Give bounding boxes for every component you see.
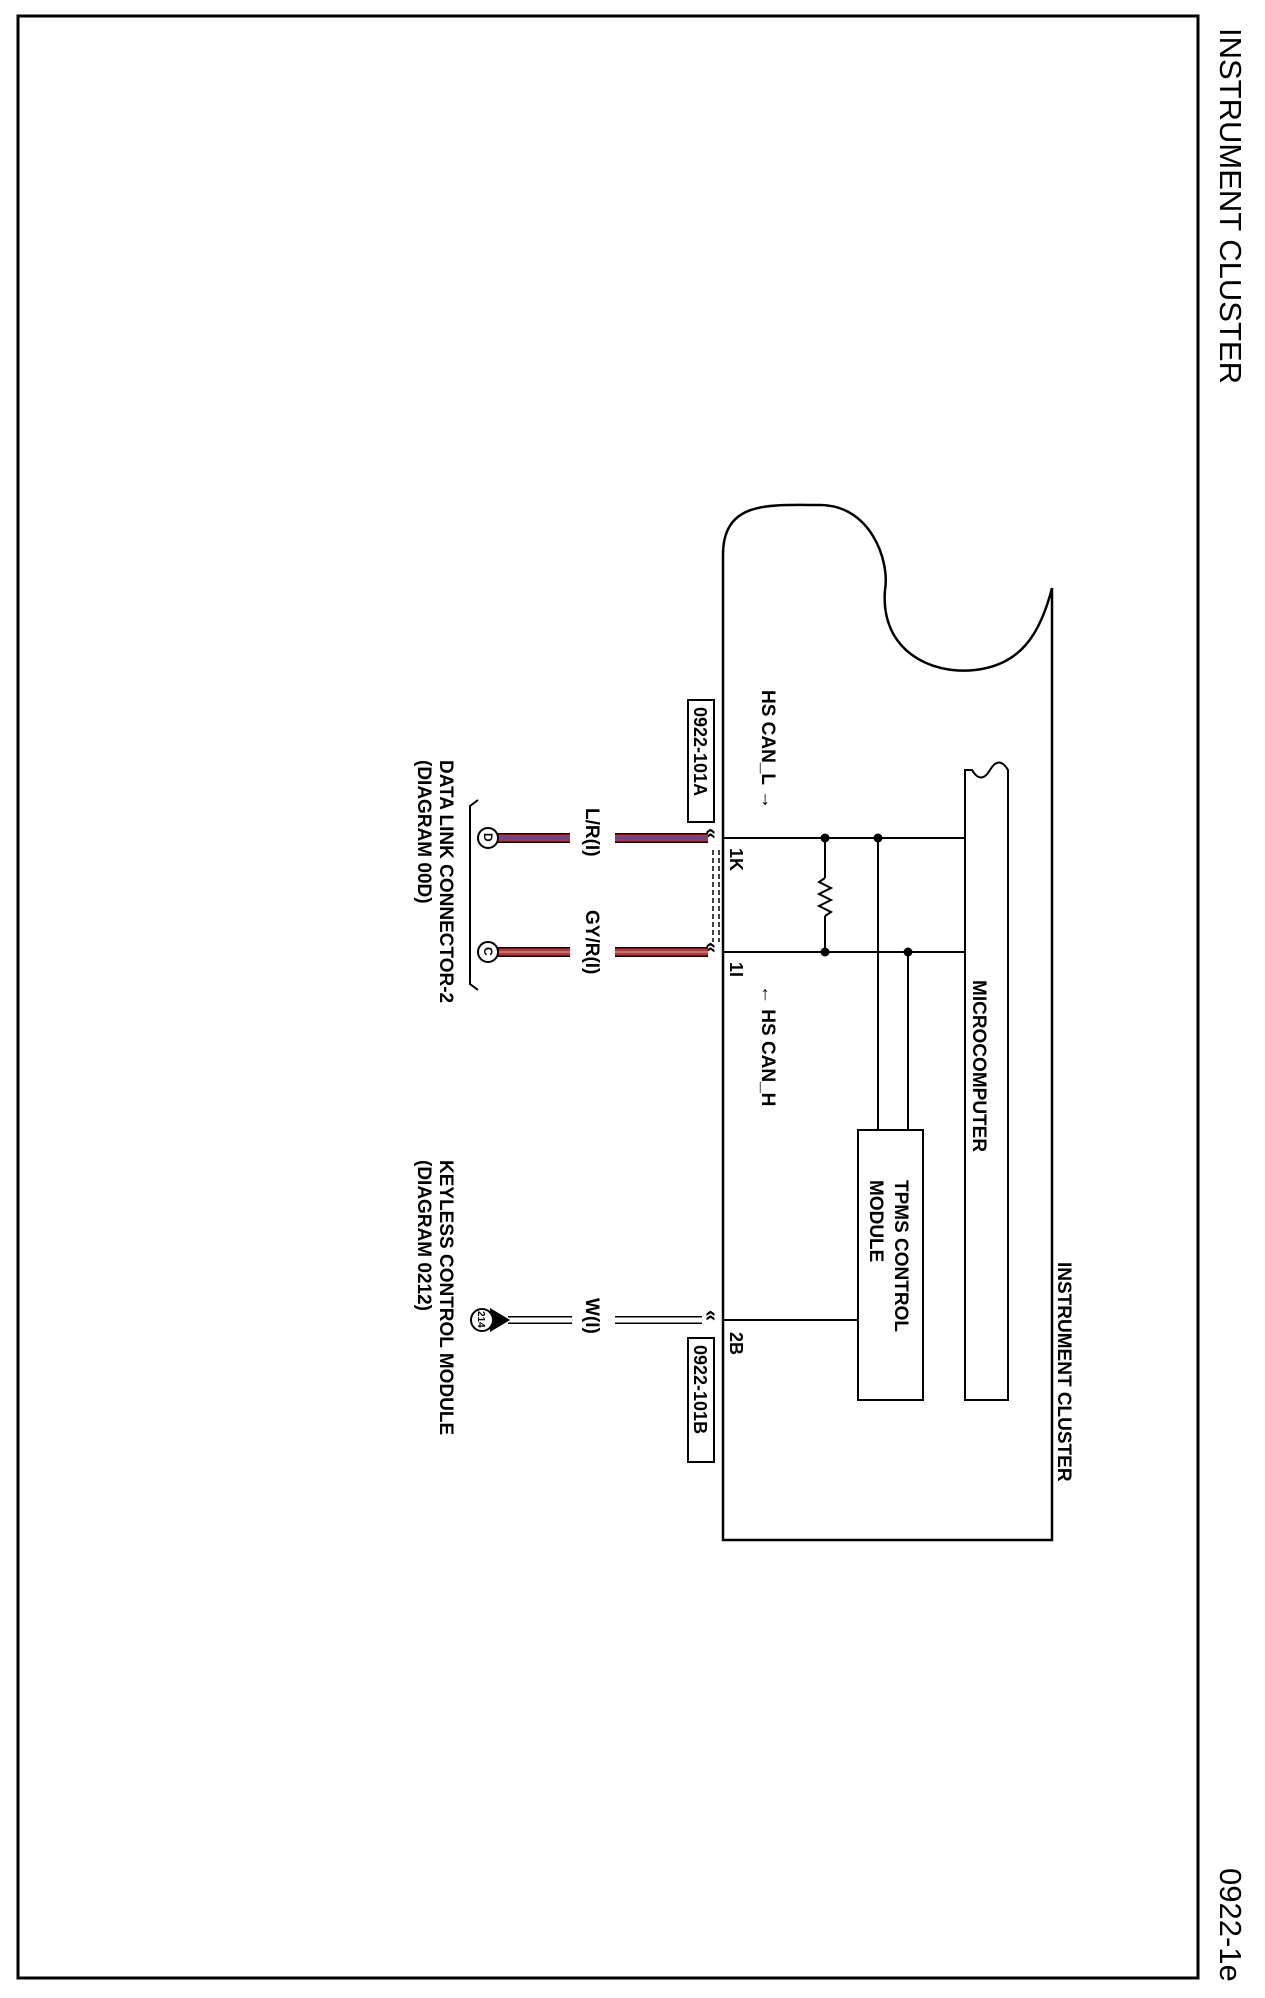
data-link-diagram-ref: (DIAGRAM 00D) [413,760,434,904]
microcomputer-label: MICROCOMPUTER [968,980,989,1152]
data-link-bracket [469,799,479,991]
tpms-label-line1: TPMS CONTROL [890,1180,911,1332]
data-link-pin-d [477,827,499,849]
data-link-pin-c-label: C [481,947,495,956]
keyless-diagram-ref: (DIAGRAM 0212) [413,1160,434,1311]
instrument-cluster-label: INSTRUMENT CLUSTER [1053,1262,1074,1482]
connector-b-code: 0922-101B [690,1345,710,1434]
page-code: 0922-1e [1213,1868,1248,1982]
connector-a-code-box [687,699,715,823]
hs-can-h-label: ← HS CAN_H [757,985,778,1106]
wire-lr-label: L/R(I) [581,808,602,857]
page-frame [16,14,1200,1980]
data-link-pin-c [477,941,499,963]
pin-2b-label: 2B [726,1332,746,1355]
junction-dot [903,947,913,957]
wire-w-label: W(I) [581,1298,602,1334]
pin-1k-label: 1K [726,848,746,871]
hs-can-l-label: HS CAN_L → [757,690,778,809]
connector-chevron-icon: « [700,942,722,953]
resistor-icon [816,877,834,917]
instrument-cluster-outline [721,503,1054,1542]
keyless-ground-code: 214 [475,1311,486,1328]
data-link-name: DATA LINK CONNECTOR-2 [435,760,456,1003]
wire-gyr-label: GY/R(I) [581,910,602,974]
keyless-module-name: KEYLESS CONTROL MODULE [435,1160,456,1435]
connector-chevron-icon: « [700,1310,722,1321]
tpms-module-box [857,1129,924,1401]
data-link-pin-d-label: D [481,833,495,842]
junction-dot [820,947,830,957]
connector-b-code-box [687,1337,715,1463]
connector-chevron-icon: « [700,828,722,839]
page-title: INSTRUMENT CLUSTER [1213,28,1248,384]
junction-dot [873,833,883,843]
microcomputer-box [964,761,1009,1401]
keyless-connector-triangle-icon [490,1308,510,1332]
tpms-label-line2: MODULE [865,1180,886,1262]
junction-dot [820,833,830,843]
pin-1i-label: 1I [726,962,746,977]
connector-a-code: 0922-101A [690,707,710,796]
keyless-ground-symbol [470,1308,494,1332]
